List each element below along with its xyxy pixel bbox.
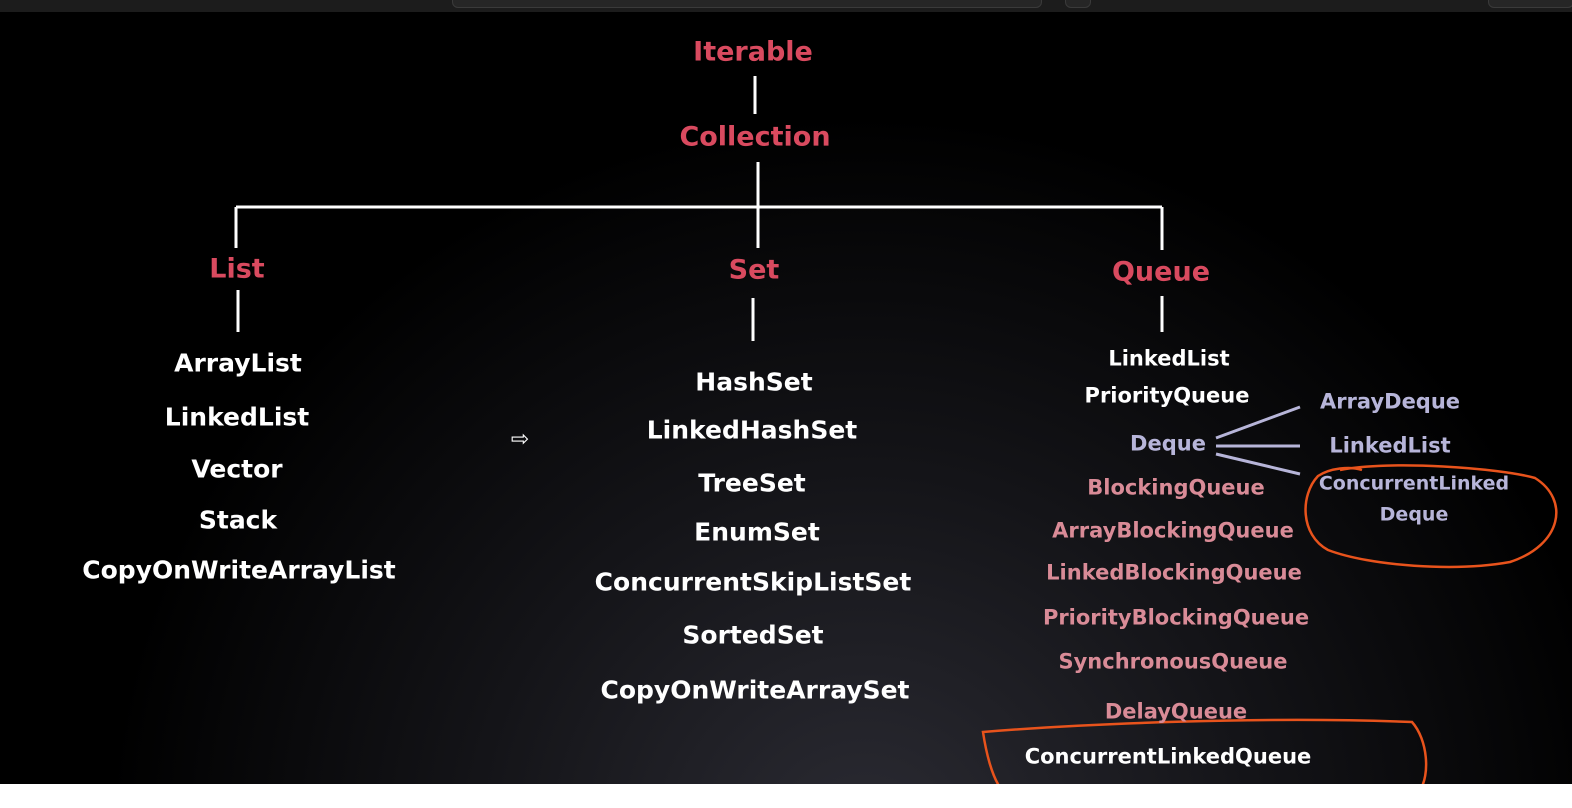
- list-impl-vector: Vector: [191, 454, 283, 484]
- address-bar[interactable]: [452, 0, 1042, 8]
- set-impl-enumset: EnumSet: [694, 517, 820, 547]
- annotation-marks: [981, 464, 1558, 784]
- set-impl-copyonwritearrayset: CopyOnWriteArraySet: [600, 675, 910, 705]
- queue-impl-linkedlist: LinkedList: [1108, 346, 1230, 371]
- deque-impl-linkedlist: LinkedList: [1329, 433, 1451, 458]
- node-list: List: [209, 253, 265, 285]
- deque-impl-arraydeque: ArrayDeque: [1319, 389, 1461, 414]
- deque-impl-deque-suffix: Deque: [1379, 503, 1449, 526]
- annotation-box-concurrent-linked-queue: [981, 718, 1428, 784]
- queue-impl-priorityqueue: PriorityQueue: [1084, 383, 1250, 408]
- node-collection: Collection: [679, 121, 831, 153]
- tree-connectors: [234, 76, 1164, 341]
- annotation-circle-concurrent-linked-deque: [1304, 464, 1558, 569]
- arrow-cursor-icon: ⇨: [510, 427, 530, 452]
- connector-lines: [234, 76, 1558, 784]
- queue-impl-synchronousqueue: SynchronousQueue: [1058, 649, 1288, 674]
- list-impl-arraylist: ArrayList: [174, 348, 302, 378]
- queue-impl-linkedblockingqueue: LinkedBlockingQueue: [1046, 560, 1302, 585]
- list-impl-copyonwritearraylist: CopyOnWriteArrayList: [82, 555, 396, 585]
- set-impl-concurrentskiplistset: ConcurrentSkipListSet: [594, 567, 912, 597]
- queue-impl-priorityblockingqueue: PriorityBlockingQueue: [1042, 605, 1310, 630]
- toolbar-pill[interactable]: [1488, 0, 1572, 8]
- queue-impl-arrayblockingqueue: ArrayBlockingQueue: [1052, 518, 1294, 543]
- node-iterable: Iterable: [693, 36, 813, 68]
- set-impl-sortedset: SortedSet: [682, 620, 824, 650]
- page-bottom-strip: [0, 784, 1572, 808]
- set-impl-hashset: HashSet: [695, 367, 813, 397]
- list-impl-stack: Stack: [198, 505, 278, 535]
- set-impl-linkedhashset: LinkedHashSet: [646, 415, 858, 445]
- deque-impl-concurrentlinked: ConcurrentLinked: [1318, 472, 1510, 495]
- toolbar-button[interactable]: [1065, 0, 1091, 8]
- set-impl-treeset: TreeSet: [698, 468, 806, 498]
- deque-connectors: [1215, 405, 1301, 476]
- browser-top-bar: [0, 0, 1572, 12]
- queue-impl-concurrentlinkedqueue: ConcurrentLinkedQueue: [1024, 744, 1312, 769]
- node-set: Set: [728, 254, 780, 286]
- list-impl-linkedlist: LinkedList: [164, 402, 310, 432]
- node-queue: Queue: [1111, 256, 1211, 288]
- queue-impl-deque: Deque: [1130, 431, 1206, 456]
- queue-impl-blockingqueue: BlockingQueue: [1087, 475, 1265, 500]
- queue-impl-delayqueue: DelayQueue: [1104, 699, 1248, 724]
- collection-hierarchy-diagram: Iterable Collection List Set Queue Array…: [0, 12, 1572, 784]
